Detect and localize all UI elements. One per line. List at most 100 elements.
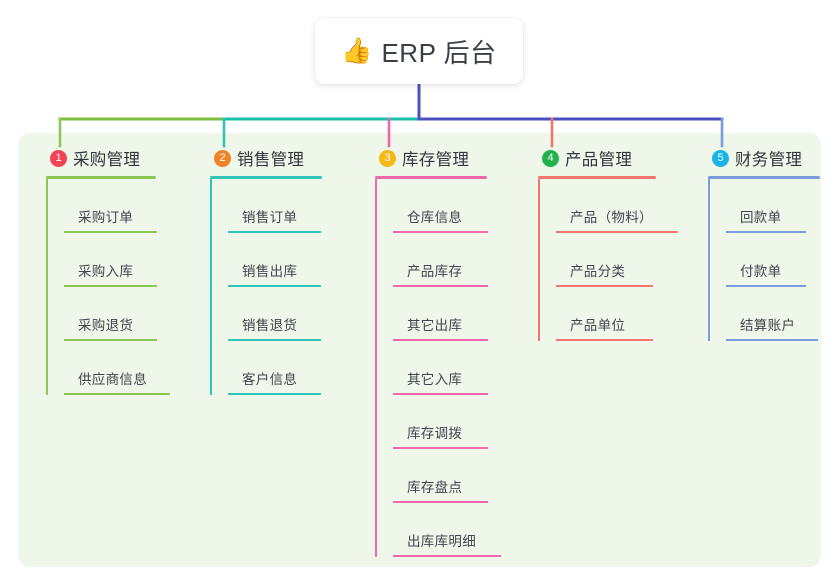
leaf-item-label: 产品单位 <box>570 318 626 333</box>
branch-title: 销售管理 <box>237 151 305 169</box>
leaf-item[interactable]: 销售退货 <box>228 287 360 341</box>
leaf-item-label: 供应商信息 <box>78 372 147 387</box>
leaf-underline <box>726 285 806 287</box>
diagram-canvas-panel <box>18 133 821 567</box>
leaf-item[interactable]: 客户信息 <box>228 341 360 395</box>
branch-trunk-line <box>210 179 212 395</box>
leaf-item-label: 产品（物料） <box>570 210 653 225</box>
leaf-underline <box>393 555 501 557</box>
branch-title: 产品管理 <box>565 151 633 169</box>
leaf-underline <box>393 285 488 287</box>
leaf-item[interactable]: 出库库明细 <box>393 503 525 557</box>
leaf-item[interactable]: 库存调拨 <box>393 395 525 449</box>
branch-underline <box>708 176 820 179</box>
leaf-item[interactable]: 产品单位 <box>556 287 698 341</box>
branch-title: 财务管理 <box>735 151 803 169</box>
branch-column-1: 1 采购管理采购订单采购入库采购退货供应商信息 <box>36 146 196 395</box>
leaf-item[interactable]: 采购退货 <box>64 287 196 341</box>
leaf-item[interactable]: 仓库信息 <box>393 179 525 233</box>
leaf-item-label: 采购入库 <box>78 264 134 279</box>
leaf-item[interactable]: 产品库存 <box>393 233 525 287</box>
leaf-item[interactable]: 其它入库 <box>393 341 525 395</box>
branch-header-2[interactable]: 2 销售管理 <box>200 146 360 170</box>
leaf-item[interactable]: 采购入库 <box>64 233 196 287</box>
branch-trunk-line <box>708 179 710 341</box>
branch-header-1[interactable]: 1 采购管理 <box>36 146 196 170</box>
leaf-item[interactable]: 产品分类 <box>556 233 698 287</box>
branch-leaf-list: 仓库信息产品库存其它出库其它入库库存调拨库存盘点出库库明细 <box>375 179 525 557</box>
leaf-item-label: 库存调拨 <box>407 426 463 441</box>
root-node[interactable]: 👍 ERP 后台 <box>315 18 523 84</box>
branch-header-4[interactable]: 4 产品管理 <box>528 146 698 170</box>
leaf-item-label: 采购退货 <box>78 318 134 333</box>
leaf-item-label: 采购订单 <box>78 210 134 225</box>
leaf-item[interactable]: 结算账户 <box>726 287 838 341</box>
branch-leaf-list: 销售订单销售出库销售退货客户信息 <box>210 179 360 395</box>
leaf-item[interactable]: 供应商信息 <box>64 341 196 395</box>
leaf-underline <box>393 393 488 395</box>
leaf-underline <box>726 231 806 233</box>
branch-underline <box>538 176 656 179</box>
root-title: ERP 后台 <box>381 37 497 68</box>
branch-leaf-list: 采购订单采购入库采购退货供应商信息 <box>46 179 196 395</box>
leaf-item-label: 客户信息 <box>242 372 298 387</box>
leaf-underline <box>64 339 157 341</box>
leaf-underline <box>393 447 488 449</box>
branch-leaf-list: 产品（物料） 产品分类产品单位 <box>538 179 698 341</box>
leaf-item-label: 库存盘点 <box>407 480 463 495</box>
leaf-item[interactable]: 回款单 <box>726 179 838 233</box>
branch-number-badge: 2 <box>214 149 231 167</box>
leaf-underline <box>393 231 488 233</box>
leaf-item-label: 结算账户 <box>740 318 796 333</box>
leaf-item-label: 销售订单 <box>242 210 298 225</box>
leaf-underline <box>64 393 170 395</box>
branch-underline <box>46 176 156 179</box>
leaf-item[interactable]: 销售出库 <box>228 233 360 287</box>
branch-underline <box>375 176 487 179</box>
branch-trunk-line <box>375 179 377 557</box>
leaf-underline <box>228 339 321 341</box>
leaf-item-label: 付款单 <box>740 264 782 279</box>
branch-header-3[interactable]: 3 库存管理 <box>365 146 525 170</box>
branch-trunk-line <box>46 179 48 395</box>
leaf-item-label: 销售出库 <box>242 264 298 279</box>
branch-trunk-line <box>538 179 540 341</box>
leaf-underline <box>393 339 488 341</box>
leaf-underline <box>556 231 678 233</box>
branch-column-3: 3 库存管理仓库信息产品库存其它出库其它入库库存调拨库存盘点出库库明细 <box>365 146 525 557</box>
branch-number-badge: 1 <box>50 149 67 167</box>
branch-title: 采购管理 <box>73 151 141 169</box>
leaf-item[interactable]: 产品（物料） <box>556 179 698 233</box>
leaf-underline <box>556 339 653 341</box>
leaf-underline <box>726 339 818 341</box>
leaf-item-label: 出库库明细 <box>407 534 476 549</box>
branch-leaf-list: 回款单付款单结算账户 <box>708 179 838 341</box>
leaf-underline <box>228 231 321 233</box>
leaf-underline <box>228 285 321 287</box>
leaf-item[interactable]: 采购订单 <box>64 179 196 233</box>
leaf-underline <box>64 285 157 287</box>
branch-number-badge: 4 <box>542 149 559 167</box>
leaf-item[interactable]: 付款单 <box>726 233 838 287</box>
leaf-underline <box>228 393 321 395</box>
leaf-item-label: 其它出库 <box>407 318 463 333</box>
branch-title: 库存管理 <box>402 151 470 169</box>
leaf-item[interactable]: 其它出库 <box>393 287 525 341</box>
thumbs-up-icon: 👍 <box>341 36 373 65</box>
leaf-item-label: 产品分类 <box>570 264 626 279</box>
leaf-item-label: 产品库存 <box>407 264 463 279</box>
leaf-item-label: 回款单 <box>740 210 782 225</box>
branch-underline <box>210 176 322 179</box>
leaf-item[interactable]: 库存盘点 <box>393 449 525 503</box>
leaf-item-label: 仓库信息 <box>407 210 463 225</box>
leaf-underline <box>393 501 488 503</box>
branch-number-badge: 3 <box>379 149 396 167</box>
leaf-item[interactable]: 销售订单 <box>228 179 360 233</box>
branch-column-4: 4 产品管理产品（物料） 产品分类产品单位 <box>528 146 698 341</box>
leaf-underline <box>556 285 653 287</box>
leaf-item-label: 销售退货 <box>242 318 298 333</box>
branch-column-2: 2 销售管理销售订单销售出库销售退货客户信息 <box>200 146 360 395</box>
